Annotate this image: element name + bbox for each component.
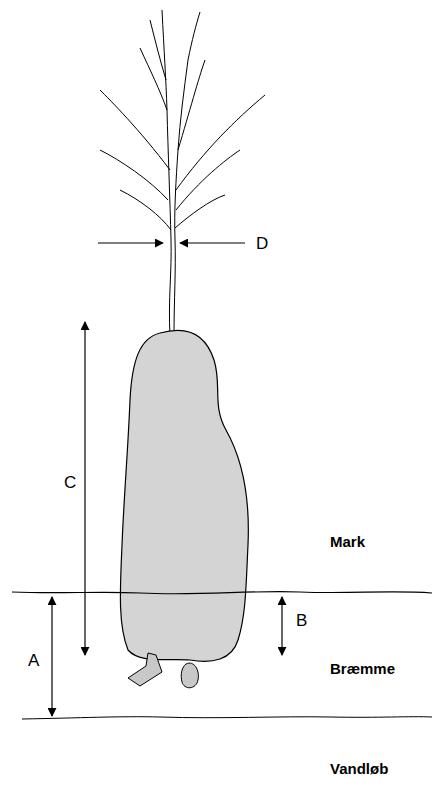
shrub bbox=[100, 10, 265, 336]
zone-label: Bræmme bbox=[330, 661, 395, 676]
zone-label: Vandløb bbox=[330, 761, 388, 776]
dimension-letter: C bbox=[64, 474, 76, 491]
dimension-letter: A bbox=[28, 652, 39, 669]
dimension-letter: D bbox=[256, 235, 268, 252]
ground-line bbox=[12, 592, 432, 594]
zone-label: Mark bbox=[330, 534, 365, 549]
dimension-letter: B bbox=[296, 612, 307, 629]
stone bbox=[120, 330, 248, 661]
stream-line bbox=[22, 717, 432, 719]
